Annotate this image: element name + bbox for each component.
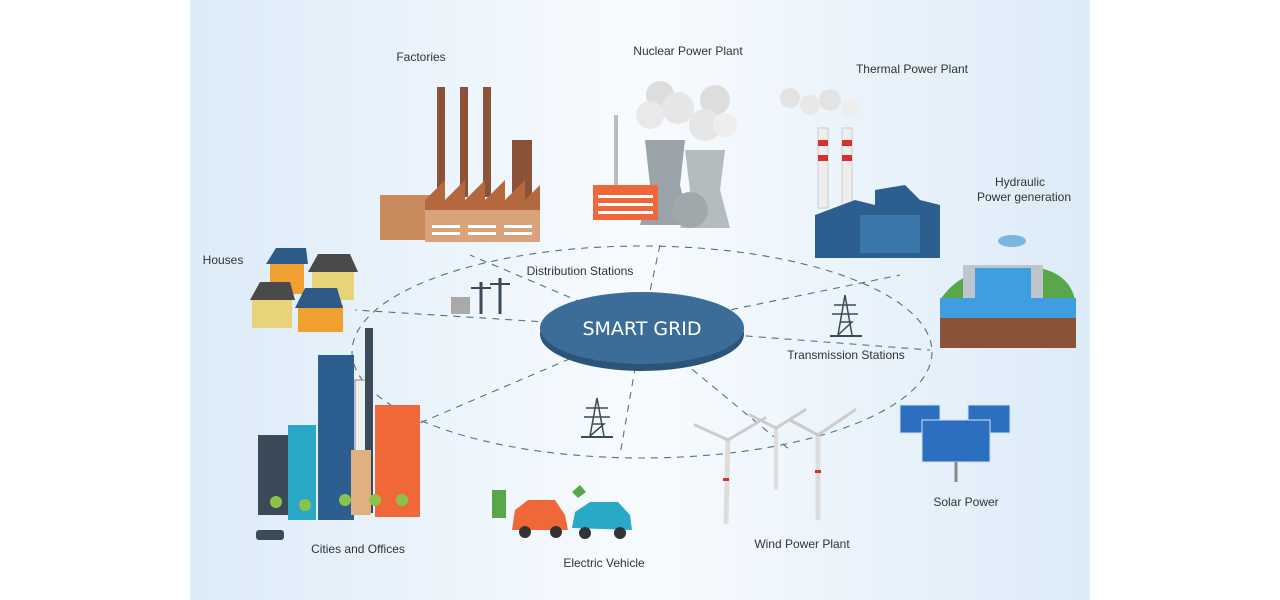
nuclear-plant-icon — [593, 81, 737, 228]
cities-icon — [256, 328, 420, 540]
label-hydraulic-2: Power generation — [977, 190, 1071, 204]
label-nuclear: Nuclear Power Plant — [633, 44, 743, 58]
label-solar: Solar Power — [933, 495, 998, 509]
hydraulic-plant-icon — [940, 235, 1076, 348]
houses-icon — [250, 248, 358, 332]
transmission-tower-icon-2 — [581, 397, 613, 438]
label-cities: Cities and Offices — [311, 542, 405, 556]
distribution-station-icon — [451, 278, 510, 314]
label-thermal: Thermal Power Plant — [856, 62, 969, 76]
smart-grid-title: SMART GRID — [582, 318, 701, 340]
solar-panels-icon — [899, 404, 1011, 482]
label-factories: Factories — [396, 50, 445, 64]
smart-grid-hub: SMART GRID — [540, 292, 744, 371]
factory-icon — [380, 87, 540, 242]
label-wind: Wind Power Plant — [754, 537, 850, 551]
label-distribution: Distribution Stations — [527, 264, 634, 278]
label-ev: Electric Vehicle — [563, 556, 645, 570]
electric-vehicle-icon — [492, 485, 632, 539]
label-houses: Houses — [203, 253, 244, 267]
wind-turbines-icon — [693, 408, 857, 525]
transmission-tower-icon — [830, 294, 862, 337]
label-transmission: Transmission Stations — [787, 348, 905, 362]
thermal-plant-icon — [780, 88, 940, 258]
label-hydraulic-1: Hydraulic — [995, 175, 1045, 189]
